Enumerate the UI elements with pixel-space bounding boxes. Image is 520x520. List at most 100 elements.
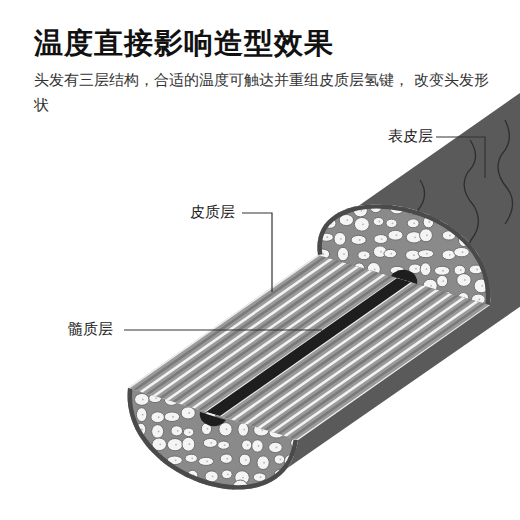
cortex-cell [254, 407, 266, 418]
cell-dot [360, 210, 362, 212]
cell-dot [445, 193, 447, 195]
cell-dot [322, 253, 324, 255]
medulla-right [391, 270, 417, 284]
cortex-cell [351, 277, 365, 291]
cell-dot [196, 398, 198, 400]
cortex-cell [239, 454, 250, 466]
cell-dot [374, 299, 376, 301]
cortex-cell [373, 217, 384, 225]
cortex-cell [492, 233, 503, 242]
cell-dot [179, 475, 181, 477]
cortex-cell [487, 205, 498, 213]
medulla-left [200, 412, 226, 426]
cell-dot [242, 384, 244, 386]
cell-dot [310, 254, 312, 256]
cortex-cell [149, 485, 162, 494]
cell-dot [410, 298, 412, 300]
cell-dot [306, 295, 308, 297]
cell-dot [189, 502, 191, 504]
cortex-cell [167, 438, 182, 450]
cortex-cell [271, 392, 283, 402]
cell-dot [142, 399, 144, 401]
cortex-cell [153, 378, 165, 391]
cortex-cell [251, 383, 264, 392]
cortex-cell [471, 294, 485, 305]
cortex-cell [334, 232, 346, 245]
strand-line [278, 293, 508, 454]
strand-line [226, 277, 456, 438]
cell-dot [478, 299, 480, 301]
strand-line [206, 271, 436, 432]
cell-dot [310, 222, 312, 224]
cortex-cell [117, 413, 127, 423]
cortex-cell [441, 202, 455, 210]
cortex-cell [253, 473, 266, 482]
cell-dot [225, 506, 227, 508]
cortex-cell [494, 251, 505, 260]
cell-dot [292, 398, 294, 400]
cell-dot [177, 518, 179, 520]
cortex-cell [257, 456, 269, 470]
cortex-cell [169, 487, 182, 496]
cell-dot [125, 502, 127, 504]
cortex-cell [285, 393, 299, 405]
cortex-cell [420, 229, 433, 242]
cell-dot [380, 251, 382, 253]
cortex-cell [235, 380, 249, 390]
cortex-cell [274, 455, 285, 464]
cortex-cell [367, 262, 380, 276]
cell-dot [341, 205, 343, 207]
cell-dot [359, 239, 361, 241]
cell-dot [447, 295, 449, 297]
cell-dot [326, 236, 328, 238]
strand-line [213, 273, 443, 434]
cell-dot [142, 414, 144, 416]
cell-dot [465, 210, 467, 212]
cell-dot [188, 489, 190, 491]
cortex-cell [201, 517, 216, 520]
cortex-cell [152, 513, 162, 520]
cortex-cell [487, 263, 499, 275]
cortex-cell [441, 291, 452, 300]
cell-dot [241, 401, 243, 403]
cell-dot [191, 457, 193, 459]
cell-dot [442, 280, 444, 282]
cell-dot [343, 253, 345, 255]
left-cross-section [128, 388, 298, 490]
cell-dot [159, 443, 161, 445]
cortex-cell [287, 515, 298, 520]
cortex-cell [201, 499, 212, 509]
cell-dot [426, 253, 428, 255]
cell-dot [122, 473, 124, 475]
cell-dot [125, 427, 127, 429]
cell-dot [261, 429, 263, 431]
cell-dot [124, 447, 126, 449]
cortex-cell [268, 516, 281, 520]
cortex-cell [266, 485, 280, 493]
cell-dot [291, 504, 293, 506]
cell-dot [308, 237, 310, 239]
cuticle-line [470, 326, 512, 350]
cell-dot [141, 429, 143, 431]
cell-dot [156, 475, 158, 477]
right-cells [299, 184, 506, 306]
cuticle-line [498, 120, 513, 224]
cortex-cell [272, 498, 285, 511]
cell-dot [155, 503, 157, 505]
strand-line [186, 265, 416, 426]
cortex-cell [269, 428, 284, 438]
cell-dot [158, 416, 160, 418]
cell-dot [375, 283, 377, 285]
cell-dot [428, 209, 430, 211]
cell-dot [263, 519, 265, 520]
cortex-cell [137, 470, 152, 482]
strand-line [173, 261, 403, 422]
cortex-cell [388, 230, 403, 240]
cortex-cell [254, 424, 269, 436]
cell-dot [396, 234, 398, 236]
cell-dot [176, 490, 178, 492]
cell-dot [476, 235, 478, 237]
cortex-cell [350, 294, 365, 303]
cell-dot [260, 411, 262, 413]
cell-dot [264, 401, 266, 403]
